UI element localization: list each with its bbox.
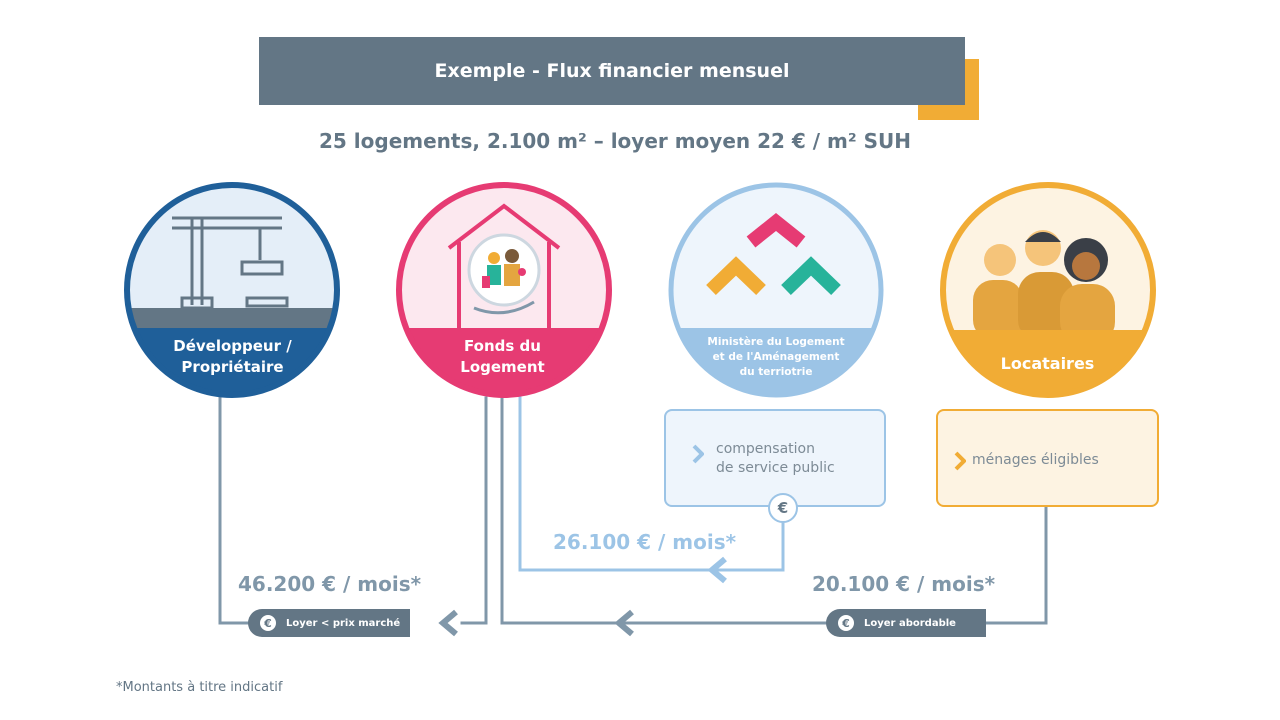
ministry-logo-icon	[706, 213, 841, 296]
page-subtitle: 25 logements, 2.100 m² – loyer moyen 22 …	[319, 129, 911, 153]
page-title: Exemple - Flux financier mensuel	[259, 37, 965, 105]
ministry-circle	[668, 182, 884, 398]
chevron-right-icon	[954, 451, 966, 471]
tenants-circle	[940, 182, 1156, 398]
fund-label-line1: Fonds du	[464, 337, 541, 355]
public-service-amount: 26.100 € / mois*	[553, 530, 737, 554]
market-rent-amount: 46.200 € / mois*	[238, 572, 422, 596]
crane-icon	[172, 216, 289, 310]
households-box: ménages éligibles	[936, 409, 1159, 507]
affordable-to-fund-connector	[500, 396, 830, 625]
affordable-rent-amount: 20.100 € / mois*	[812, 572, 996, 596]
households-text: ménages éligibles	[972, 452, 1099, 468]
developer-circle	[124, 182, 340, 398]
affordable-rent-pill: € Loyer abordable	[826, 609, 986, 637]
ministry-label-line2: et de l'Aménagement	[712, 351, 840, 363]
family-icon	[467, 233, 541, 307]
ministry-label-line1: Ministère du Logement	[707, 336, 845, 348]
market-rent-pill-label: Loyer < prix marché	[286, 617, 401, 629]
fund-label-line2: Logement	[460, 358, 545, 376]
ministry-label-line3: du terriotrie	[739, 366, 813, 378]
euro-icon: €	[768, 493, 798, 523]
market-rent-pill: € Loyer < prix marché	[248, 609, 410, 637]
footnote: *Montants à titre indicatif	[116, 680, 283, 695]
tenants-fund-connector	[983, 506, 1048, 625]
ministry-label: Ministère du Logement et de l'Aménagemen…	[686, 335, 866, 380]
fund-developer-connector	[460, 396, 488, 625]
arrow-market-rent	[438, 609, 458, 637]
compensation-line1: compensation	[716, 441, 815, 457]
euro-icon: €	[260, 615, 276, 631]
developer-label: Développeur / Propriétaire	[150, 336, 315, 378]
hand-icon	[473, 300, 535, 315]
affordable-rent-pill-label: Loyer abordable	[864, 617, 956, 629]
developer-connector	[218, 396, 254, 625]
compensation-box: compensation de service public	[664, 409, 886, 507]
arrow-affordable-rent	[614, 609, 634, 637]
house-icon	[447, 203, 561, 328]
fund-label: Fonds du Logement	[420, 336, 585, 378]
compensation-line2: de service public	[716, 460, 835, 476]
compensation-text: compensation de service public	[716, 440, 835, 478]
developer-label-line1: Développeur /	[173, 337, 292, 355]
tenants-label: Locataires	[1000, 354, 1095, 373]
ministry-fund-connector	[518, 396, 785, 572]
fund-circle	[396, 182, 612, 398]
people-icon	[973, 230, 1115, 344]
chevron-right-icon	[692, 444, 704, 464]
arrow-public-service	[707, 556, 727, 584]
euro-icon: €	[838, 615, 854, 631]
developer-label-line2: Propriétaire	[181, 358, 284, 376]
